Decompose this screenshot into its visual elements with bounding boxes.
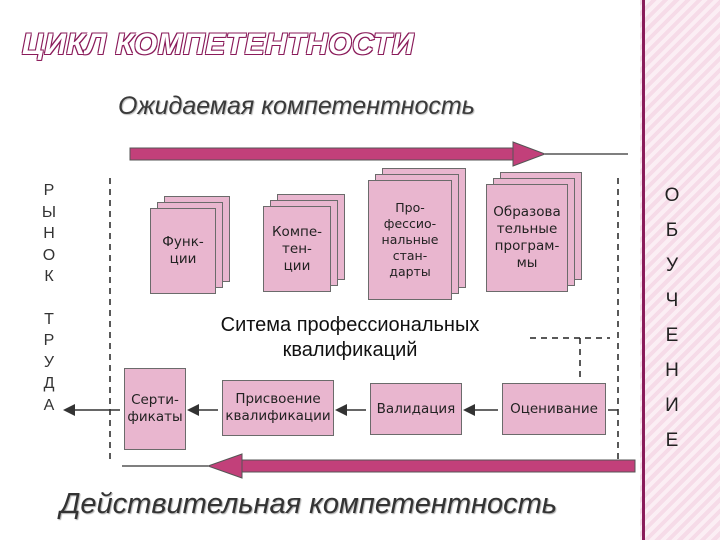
market-letter: Д — [43, 375, 55, 392]
actual-competence-label: Действительная компетентность — [60, 488, 558, 520]
training-letter: У — [665, 255, 679, 276]
certificates-label: Серти- фикаты — [127, 392, 183, 425]
programs-card: Образова тельные програм- мы — [486, 184, 568, 292]
training-letter: Е — [665, 430, 679, 451]
training-letter: Б — [665, 220, 679, 241]
functions-card: Функ- ции — [150, 208, 216, 294]
qualification-system-label: Ситема профессиональных квалификаций — [220, 314, 480, 361]
market-letter: Н — [43, 225, 55, 242]
standards-card: Про- фессио- нальные стан- дарты — [368, 180, 452, 300]
qualification-assignment-box: Присвоение квалификации — [222, 380, 334, 436]
training-letter: О — [664, 185, 680, 206]
market-letter: Р — [43, 332, 55, 349]
market-letter: А — [43, 396, 55, 414]
functions-label: Функ- ции — [162, 234, 204, 267]
market-letter: К — [44, 268, 54, 285]
validation-label: Валидация — [376, 400, 456, 417]
competencies-card: Компе- тен- ции — [263, 206, 331, 292]
standards-label: Про- фессио- нальные стан- дарты — [381, 200, 439, 279]
actual-arrow-icon — [122, 453, 636, 479]
market-letter: Т — [44, 310, 54, 328]
validation-box: Валидация — [370, 383, 462, 435]
page-title: ЦИКЛ КОМПЕТЕНТНОСТИ — [22, 28, 415, 61]
programs-label: Образова тельные програм- мы — [493, 204, 561, 271]
training-letter: Е — [665, 325, 679, 346]
training-letter: Ч — [665, 290, 679, 311]
right-border-line — [642, 0, 645, 540]
certificates-box: Серти- фикаты — [124, 368, 186, 450]
market-letter: У — [43, 353, 55, 371]
market-letter — [34, 288, 64, 309]
market-label: Р Ы Н О К Т Р У Д А — [34, 180, 64, 416]
training-letter: И — [665, 395, 679, 416]
training-letter: Н — [665, 360, 679, 381]
qualification-assignment-label: Присвоение квалификации — [225, 391, 331, 424]
expected-competence-label: Ожидаемая компетентность — [118, 92, 475, 120]
assessment-label: Оценивание — [510, 400, 598, 417]
expected-arrow-icon — [129, 141, 628, 167]
assessment-box: Оценивание — [502, 383, 606, 435]
right-border-strip — [640, 0, 720, 540]
market-letter: О — [42, 246, 56, 264]
market-letter: Р — [43, 182, 55, 199]
training-label: О Б У Ч Е Н И Е — [650, 178, 694, 458]
market-letter: Ы — [41, 203, 57, 221]
competencies-label: Компе- тен- ции — [271, 223, 323, 274]
